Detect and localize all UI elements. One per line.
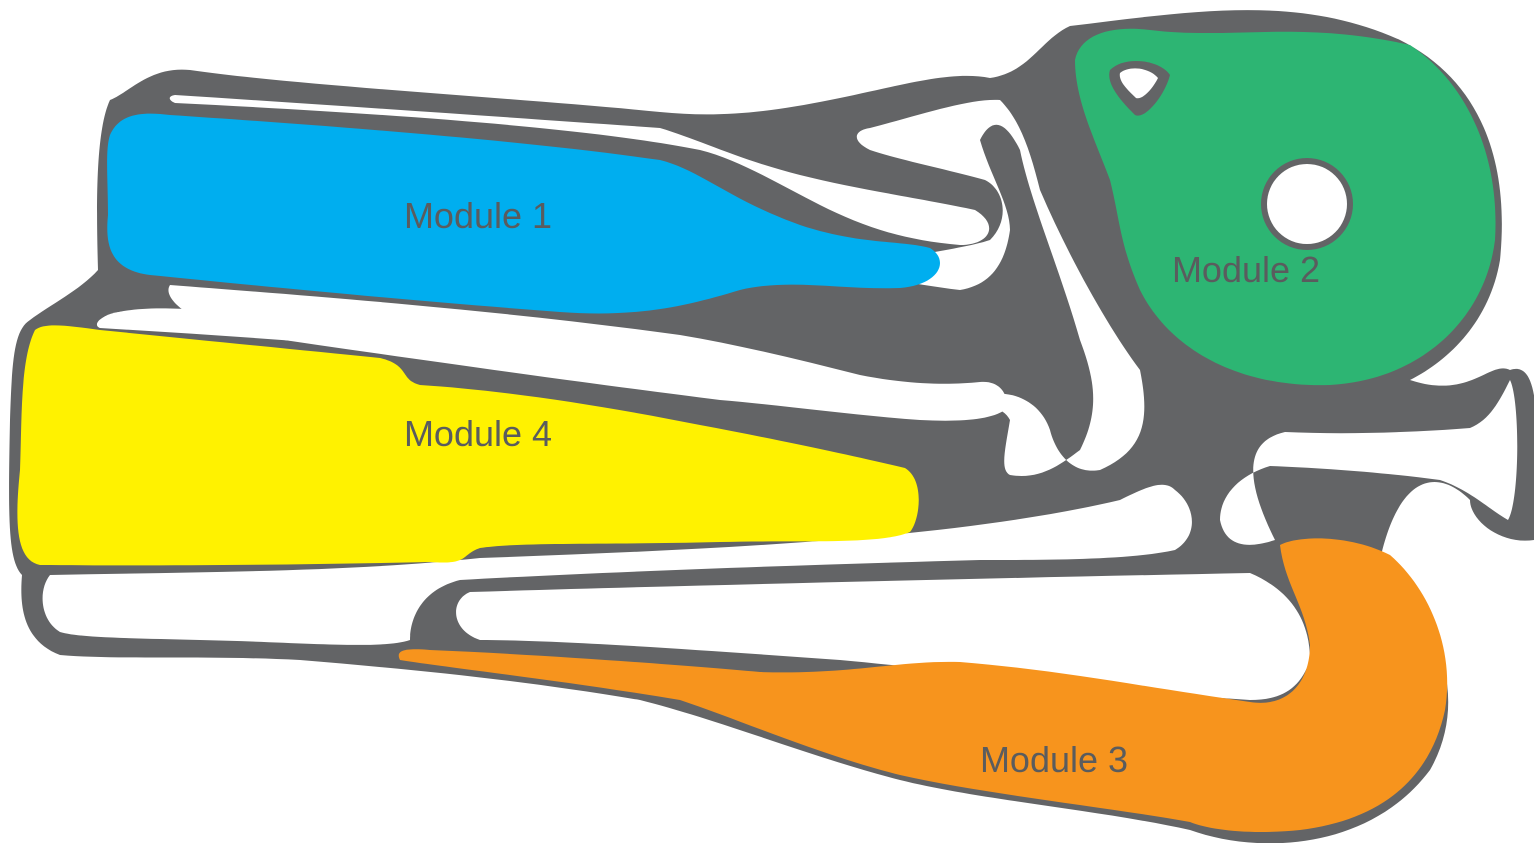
module-2-label: Module 2 xyxy=(1172,249,1320,290)
module-1-label: Module 1 xyxy=(404,195,552,236)
module-2-hole-large-inner xyxy=(1267,164,1347,244)
module-4-label: Module 4 xyxy=(404,413,552,454)
module-3-label: Module 3 xyxy=(980,739,1128,780)
